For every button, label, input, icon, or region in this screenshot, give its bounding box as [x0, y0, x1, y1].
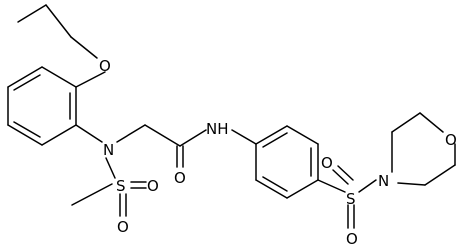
bond	[75, 71, 106, 88]
bond	[116, 124, 146, 143]
atom-o-mesyl-1: O	[117, 218, 129, 236]
morpholine-ring	[391, 112, 456, 186]
bond	[70, 36, 98, 59]
bond	[13, 74, 41, 91]
bond	[41, 124, 77, 146]
bond	[71, 183, 113, 206]
atom-n-morpholine: N	[378, 172, 389, 190]
bond	[286, 179, 319, 199]
atom-labels: O N S O O O NH S O O N O	[99, 57, 457, 246]
bond	[179, 129, 207, 147]
bond	[105, 157, 116, 179]
benzene-ring-left	[7, 66, 77, 146]
bond	[13, 121, 41, 138]
bond	[358, 179, 377, 193]
atom-s-mesyl: S	[116, 177, 126, 195]
atom-o-mesyl-2: O	[147, 177, 159, 195]
atom-o-carbonyl: O	[174, 169, 186, 187]
atom-o-ether: O	[99, 57, 111, 75]
atom-s-sulfonyl: S	[346, 190, 356, 208]
bond	[45, 4, 72, 38]
bond	[75, 124, 103, 143]
bond	[391, 112, 421, 133]
acetamide-linker	[116, 124, 257, 168]
atom-n-amide: NH	[206, 120, 229, 138]
benzene-ring-right	[255, 125, 319, 199]
atom-o-sulfonyl-1: O	[346, 230, 358, 246]
atom-o-morpholine: O	[445, 131, 457, 149]
bond	[262, 132, 288, 148]
bond	[231, 129, 257, 145]
bond	[7, 124, 43, 146]
sulfonyl-linker	[317, 165, 377, 229]
bond	[255, 125, 288, 145]
bond	[317, 179, 346, 193]
atom-o-sulfonyl-2: O	[321, 154, 333, 172]
bond	[255, 179, 288, 199]
bond	[332, 169, 349, 185]
bond	[7, 66, 43, 88]
mesyl-group	[71, 157, 147, 217]
bond	[337, 165, 354, 181]
bond	[41, 66, 77, 88]
bond	[424, 164, 456, 186]
bond	[17, 4, 47, 23]
bond	[419, 112, 444, 133]
bond	[144, 124, 181, 147]
ethoxy-group	[17, 4, 106, 88]
atom-n-sulfonamide: N	[103, 141, 114, 159]
bond	[286, 125, 319, 145]
bond	[262, 176, 288, 192]
bond	[397, 182, 426, 186]
